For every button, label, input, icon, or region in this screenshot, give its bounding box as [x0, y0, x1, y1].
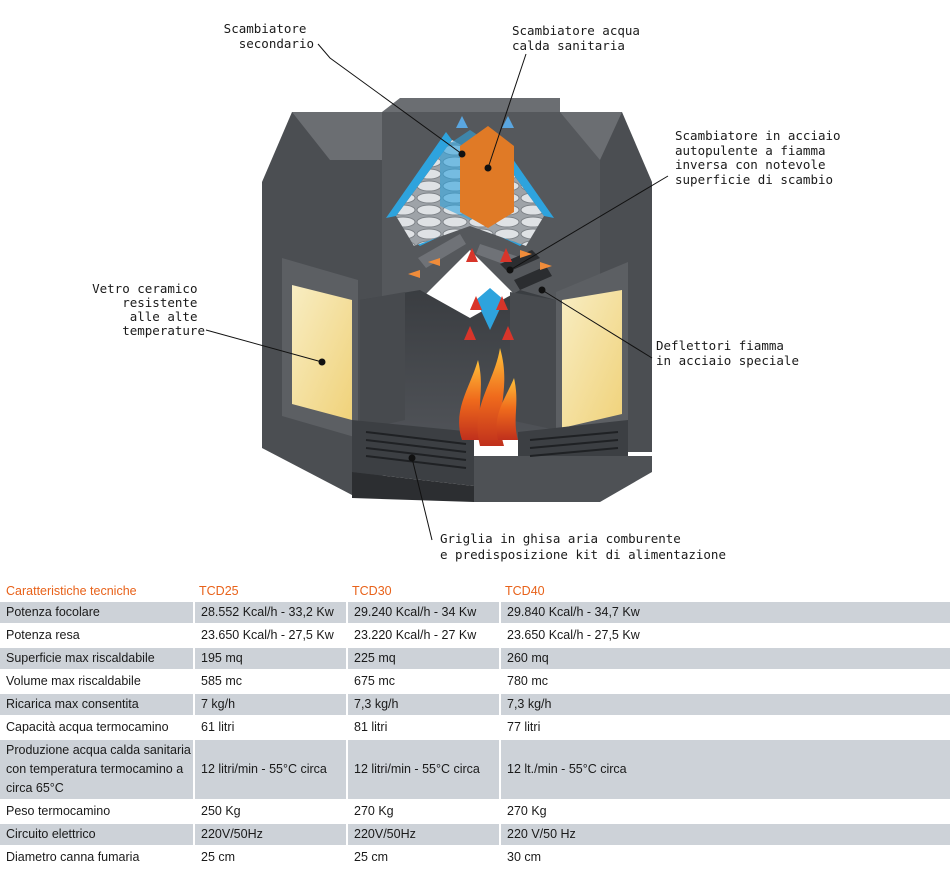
cell-tcd30: 675 mc: [346, 671, 499, 692]
cell-tcd40: 7,3 kg/h: [499, 694, 950, 715]
cell-tcd30: 23.220 Kcal/h - 27 Kw: [346, 625, 499, 646]
heat-arrows: [408, 250, 552, 278]
flow-arrows: [464, 248, 514, 340]
ceramic-glass-right: [562, 290, 622, 428]
callout-grate: Griglia in ghisa aria comburente e predi…: [440, 531, 726, 562]
cell-tcd25: 25 cm: [193, 847, 346, 868]
callout-leaders: [205, 43, 669, 541]
header-tcd25: TCD25: [199, 584, 239, 598]
cell-tcd40: 220 V/50 Hz: [499, 824, 950, 845]
cell-tcd40: 23.650 Kcal/h - 27,5 Kw: [499, 625, 950, 646]
callout-ceramic-glass: Vetro ceramico resistente alle alte temp…: [92, 281, 205, 338]
cell-tcd40: 30 cm: [499, 847, 950, 868]
table-row: Potenza focolare 28.552 Kcal/h - 33,2 Kw…: [0, 602, 950, 623]
table-row: Volume max riscaldabile 585 mc 675 mc 78…: [0, 671, 950, 692]
cell-tcd40: 260 mq: [499, 648, 950, 669]
table-row: Capacità acqua termocamino 61 litri 81 l…: [0, 717, 950, 738]
row-label: Superficie max riscaldabile: [0, 648, 193, 669]
flame: [459, 348, 518, 446]
header-tcd40: TCD40: [505, 584, 545, 598]
hot-water-exchanger: [460, 126, 514, 228]
row-label: Volume max riscaldabile: [6, 674, 141, 688]
row-label: Potenza focolare: [0, 602, 193, 623]
row-label: Circuito elettrico: [0, 824, 193, 845]
water-arrows: [456, 116, 514, 128]
fireplace-cutaway-diagram: Scambiatore secondario Scambiatore acqua…: [92, 21, 848, 562]
cell-tcd30: 270 Kg: [346, 801, 499, 822]
callout-secondary-exchanger: Scambiatore secondario: [224, 21, 314, 51]
cell-tcd25: 220V/50Hz: [193, 824, 346, 845]
header-tcd30: TCD30: [352, 584, 392, 598]
row-label: Produzione acqua calda sanitaria con tem…: [0, 740, 193, 799]
cell-tcd30: 25 cm: [346, 847, 499, 868]
row-label: Ricarica max consentita: [0, 694, 193, 715]
table-row: Produzione acqua calda sanitaria con tem…: [0, 740, 950, 799]
table-row: Peso termocamino 250 Kg 270 Kg 270 Kg: [0, 801, 950, 822]
cell-tcd30: 220V/50Hz: [346, 824, 499, 845]
cell-tcd25: 12 litri/min - 55°C circa: [193, 740, 346, 799]
cell-tcd25: 7 kg/h: [193, 694, 346, 715]
cell-tcd30: 12 litri/min - 55°C circa: [346, 740, 499, 799]
cell-tcd40: 780 mc: [499, 671, 950, 692]
cell-tcd40: 270 Kg: [499, 801, 950, 822]
header-characteristics: Caratteristiche tecniche: [6, 584, 137, 598]
firebox: [360, 290, 556, 440]
cell-tcd30: 7,3 kg/h: [346, 694, 499, 715]
table-row: Diametro canna fumaria 25 cm 25 cm 30 cm: [0, 847, 950, 868]
table-row: Circuito elettrico 220V/50Hz 220V/50Hz 2…: [0, 824, 950, 845]
cell-tcd40: 12 lt./min - 55°C circa: [499, 740, 950, 799]
technical-specs-table: Caratteristiche tecniche TCD25 TCD30 TCD…: [0, 580, 950, 870]
row-label: Capacità acqua termocamino: [6, 720, 169, 734]
row-label: Potenza resa: [6, 628, 80, 642]
cell-tcd25: 250 Kg: [193, 801, 346, 822]
cast-iron-grate: [352, 420, 652, 502]
cell-tcd30: 225 mq: [346, 648, 499, 669]
cell-tcd25: 23.650 Kcal/h - 27,5 Kw: [193, 625, 346, 646]
callout-dots: [318, 150, 546, 462]
cell-tcd30: 81 litri: [346, 717, 499, 738]
cell-tcd30: 29.240 Kcal/h - 34 Kw: [346, 602, 499, 623]
row-label: Peso termocamino: [6, 804, 111, 818]
row-label: Diametro canna fumaria: [6, 850, 140, 864]
cell-tcd25: 585 mc: [193, 671, 346, 692]
ceramic-glass-left: [292, 285, 352, 420]
cell-tcd25: 195 mq: [193, 648, 346, 669]
table-row: Potenza resa 23.650 Kcal/h - 27,5 Kw 23.…: [0, 625, 950, 646]
callout-hot-water-exchanger: Scambiatore acqua calda sanitaria: [512, 23, 647, 53]
cell-tcd40: 29.840 Kcal/h - 34,7 Kw: [499, 602, 950, 623]
callout-steel-exchanger: Scambiatore in acciaio autopulente a fia…: [675, 128, 848, 187]
table-header-row: Caratteristiche tecniche TCD25 TCD30 TCD…: [0, 582, 950, 600]
cell-tcd25: 28.552 Kcal/h - 33,2 Kw: [193, 602, 346, 623]
cell-tcd25: 61 litri: [193, 717, 346, 738]
table-row: Ricarica max consentita 7 kg/h 7,3 kg/h …: [0, 694, 950, 715]
table-row: Superficie max riscaldabile 195 mq 225 m…: [0, 648, 950, 669]
cell-tcd40: 77 litri: [499, 717, 950, 738]
callout-flame-deflectors: Deflettori fiamma in acciaio speciale: [656, 338, 799, 368]
